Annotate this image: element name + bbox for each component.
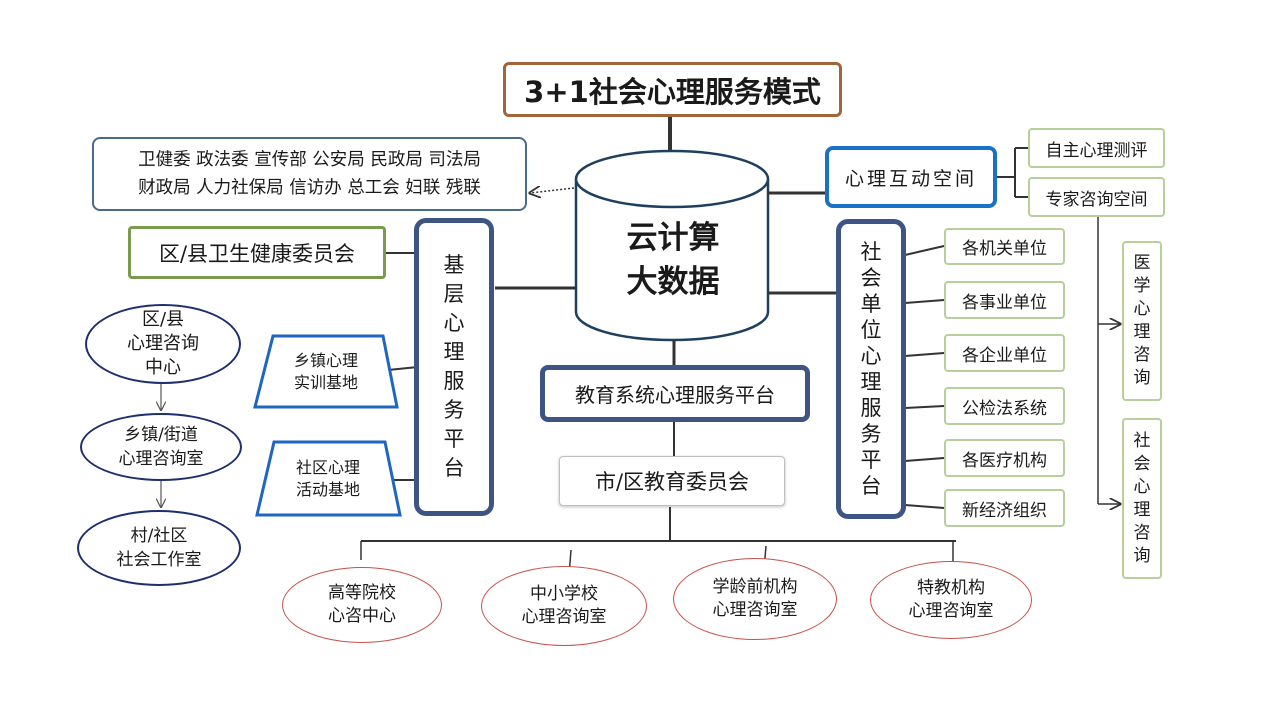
social-platform-char: 台 <box>860 474 882 498</box>
grassroots-platform-char: 心 <box>443 311 465 335</box>
town-training-base-line-1: 乡镇心理 <box>293 351 358 370</box>
university-center-oval: 高等院校 心咨中心 <box>282 567 442 643</box>
oval-line: 中小学校 <box>530 584 598 604</box>
interactive-space-box: 心理互动空间 <box>825 146 997 208</box>
oval-line: 区/县 <box>141 309 185 330</box>
cloud-label-line-2: 大数据 <box>626 264 720 300</box>
social-consult-box: 社 会 心 理 咨 询 <box>1122 418 1162 579</box>
social-platform-char: 理 <box>860 370 882 394</box>
oval-line: 特教机构 <box>917 578 985 598</box>
unit-enterprises: 各企业单位 <box>944 334 1065 372</box>
social-consult-char: 心 <box>1133 476 1151 497</box>
unit-public-institutions: 各事业单位 <box>944 281 1065 319</box>
social-consult-char: 会 <box>1133 453 1151 474</box>
government-departments-box: 卫健委 政法委 宣传部 公安局 民政局 司法局 财政局 人力社保局 信访办 总工… <box>92 137 527 211</box>
town-training-base-line-2: 实训基地 <box>293 373 358 392</box>
social-platform-char: 会 <box>860 266 882 290</box>
community-activity-base-line-1: 社区心理 <box>295 458 360 477</box>
cloud-data-label: 云计算 大数据 <box>580 210 766 310</box>
town-training-base: 乡镇心理 实训基地 <box>262 340 390 404</box>
county-consult-center-oval: 区/县 心理咨询 中心 <box>85 304 241 384</box>
government-departments-line-1: 卫健委 政法委 宣传部 公安局 民政局 司法局 <box>138 150 481 170</box>
medical-consult-char: 咨 <box>1133 345 1151 365</box>
social-platform-char: 务 <box>860 422 882 446</box>
grassroots-platform-char: 层 <box>443 282 465 306</box>
social-consult-char: 社 <box>1133 430 1151 451</box>
oval-line: 心理咨询室 <box>908 601 994 621</box>
medical-consult-box: 医 学 心 理 咨 询 <box>1122 241 1162 401</box>
medical-consult-char: 心 <box>1133 299 1151 319</box>
social-platform-char: 社 <box>860 240 882 264</box>
social-platform-char: 位 <box>860 318 882 342</box>
grassroots-platform-char: 务 <box>443 398 465 422</box>
expert-consult-box: 专家咨询空间 <box>1028 177 1165 217</box>
oval-line: 高等院校 <box>328 583 396 603</box>
social-consult-char: 询 <box>1133 545 1151 566</box>
oval-line: 心理咨询室 <box>712 600 798 620</box>
unit-medical-institutions: 各医疗机构 <box>944 439 1065 477</box>
town-consult-room-oval: 乡镇/街道 心理咨询室 <box>80 413 242 481</box>
grassroots-platform-char: 台 <box>443 456 465 480</box>
social-platform-char: 心 <box>860 344 882 368</box>
oval-line: 村/社区 <box>130 526 188 546</box>
grassroots-platform-char: 基 <box>443 253 465 277</box>
grassroots-platform-char: 理 <box>443 340 465 364</box>
unit-new-economic-orgs: 新经济组织 <box>944 489 1065 527</box>
government-departments-line-2: 财政局 人力社保局 信访办 总工会 妇联 残联 <box>138 178 481 198</box>
oval-line: 心咨中心 <box>328 606 396 626</box>
grassroots-platform-box: 基 层 心 理 服 务 平 台 <box>414 218 494 516</box>
cloud-label-line-1: 云计算 <box>626 220 720 256</box>
social-units-platform-box: 社 会 单 位 心 理 服 务 平 台 <box>836 219 906 519</box>
medical-consult-char: 理 <box>1133 322 1151 342</box>
community-activity-base-line-2: 活动基地 <box>295 480 360 499</box>
base-shape-2 <box>255 440 402 517</box>
grassroots-platform-char: 平 <box>443 427 465 451</box>
diagram-title: 3+1社会心理服务模式 <box>503 62 842 117</box>
social-consult-char: 咨 <box>1133 522 1151 543</box>
oval-line: 社会工作室 <box>116 550 202 570</box>
oval-line: 乡镇/街道 <box>124 425 198 445</box>
oval-line: 心理咨询室 <box>118 449 204 469</box>
oval-line: 学龄前机构 <box>712 577 798 597</box>
unit-government-agencies: 各机关单位 <box>944 228 1065 265</box>
grassroots-platform-char: 服 <box>443 369 465 393</box>
oval-line: 心理咨询室 <box>521 607 607 627</box>
medical-consult-char: 学 <box>1133 276 1151 296</box>
social-platform-char: 平 <box>860 448 882 472</box>
special-education-oval: 特教机构 心理咨询室 <box>870 561 1032 639</box>
medical-consult-char: 医 <box>1133 253 1151 273</box>
city-education-commission-box: 市/区教育委员会 <box>559 456 785 506</box>
social-platform-char: 服 <box>860 396 882 420</box>
self-assessment-box: 自主心理测评 <box>1028 128 1165 168</box>
education-platform-box: 教育系统心理服务平台 <box>540 365 810 422</box>
oval-line: 心理咨询 <box>127 333 199 354</box>
social-platform-char: 单 <box>860 292 882 316</box>
preschool-oval: 学龄前机构 心理咨询室 <box>673 558 837 640</box>
community-activity-base: 社区心理 活动基地 <box>264 446 392 512</box>
county-health-commission-box: 区/县卫生健康委员会 <box>128 226 386 279</box>
oval-line: 中心 <box>145 357 181 378</box>
social-consult-char: 理 <box>1133 499 1151 520</box>
base-shape-1 <box>253 334 399 409</box>
cloud-cylinder <box>574 149 770 342</box>
village-social-work-oval: 村/社区 社会工作室 <box>77 510 241 586</box>
unit-legal-system: 公检法系统 <box>944 387 1065 425</box>
medical-consult-char: 询 <box>1133 368 1151 388</box>
primary-secondary-oval: 中小学校 心理咨询室 <box>481 566 647 646</box>
